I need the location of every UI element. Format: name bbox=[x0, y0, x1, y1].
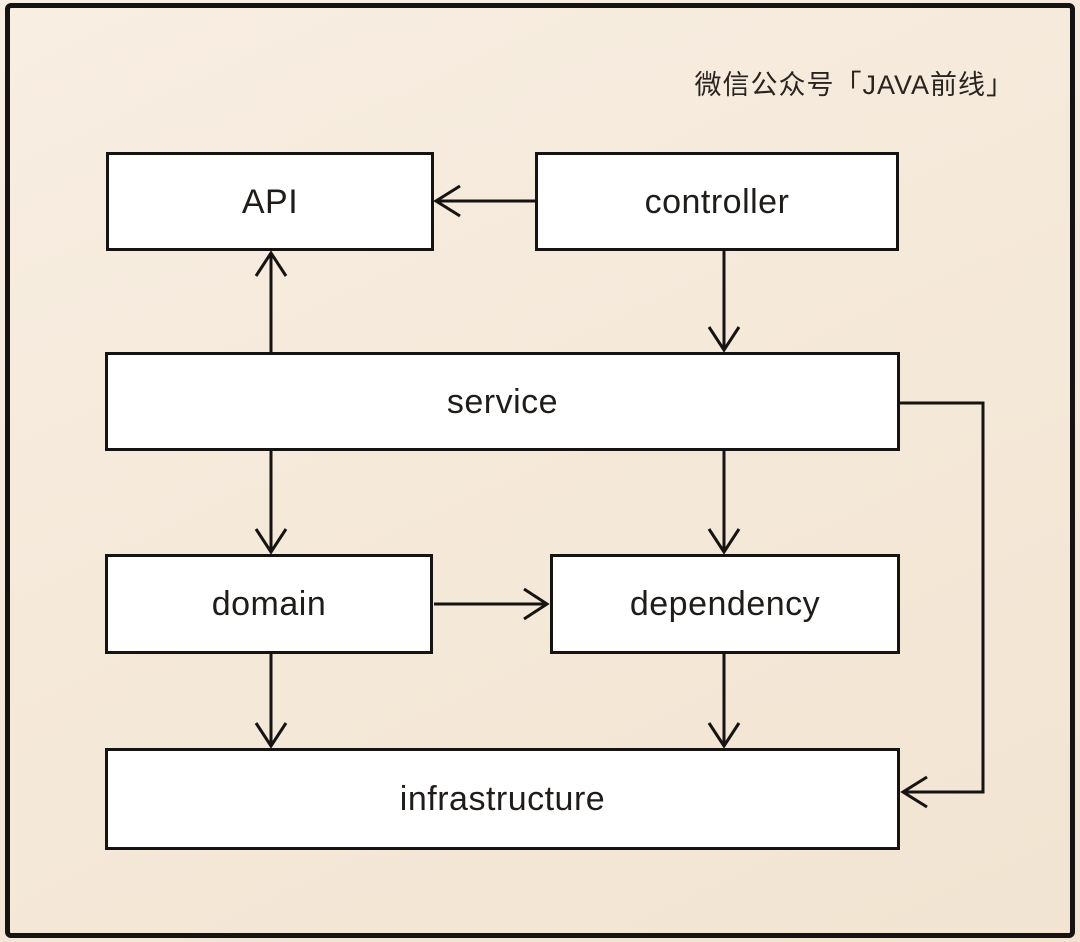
arrow-service-to-api bbox=[254, 250, 288, 352]
watermark-text: 微信公众号「JAVA前线」 bbox=[694, 70, 1014, 100]
node-dependency-label: dependency bbox=[629, 585, 821, 623]
node-domain: domain bbox=[105, 554, 433, 654]
arrow-controller-to-service bbox=[707, 251, 741, 353]
arrow-service-to-domain bbox=[254, 451, 288, 555]
arrow-domain-to-dependency bbox=[434, 587, 550, 621]
arrow-service-to-dependency bbox=[707, 451, 741, 555]
node-domain-label: domain bbox=[211, 585, 327, 623]
arrow-dependency-to-infrastructure bbox=[707, 654, 741, 749]
node-service: service bbox=[105, 352, 900, 451]
node-api: API bbox=[106, 152, 434, 251]
node-infrastructure: infrastructure bbox=[105, 748, 900, 850]
arrow-domain-to-infrastructure bbox=[254, 654, 288, 749]
arrow-controller-to-api bbox=[433, 184, 535, 218]
node-infrastructure-label: infrastructure bbox=[399, 780, 606, 818]
node-controller: controller bbox=[535, 152, 899, 251]
node-api-label: API bbox=[241, 182, 299, 221]
node-dependency: dependency bbox=[550, 554, 900, 654]
node-controller-label: controller bbox=[644, 182, 790, 221]
arrow-service-to-infrastructure bbox=[900, 401, 985, 809]
node-service-label: service bbox=[446, 382, 559, 421]
